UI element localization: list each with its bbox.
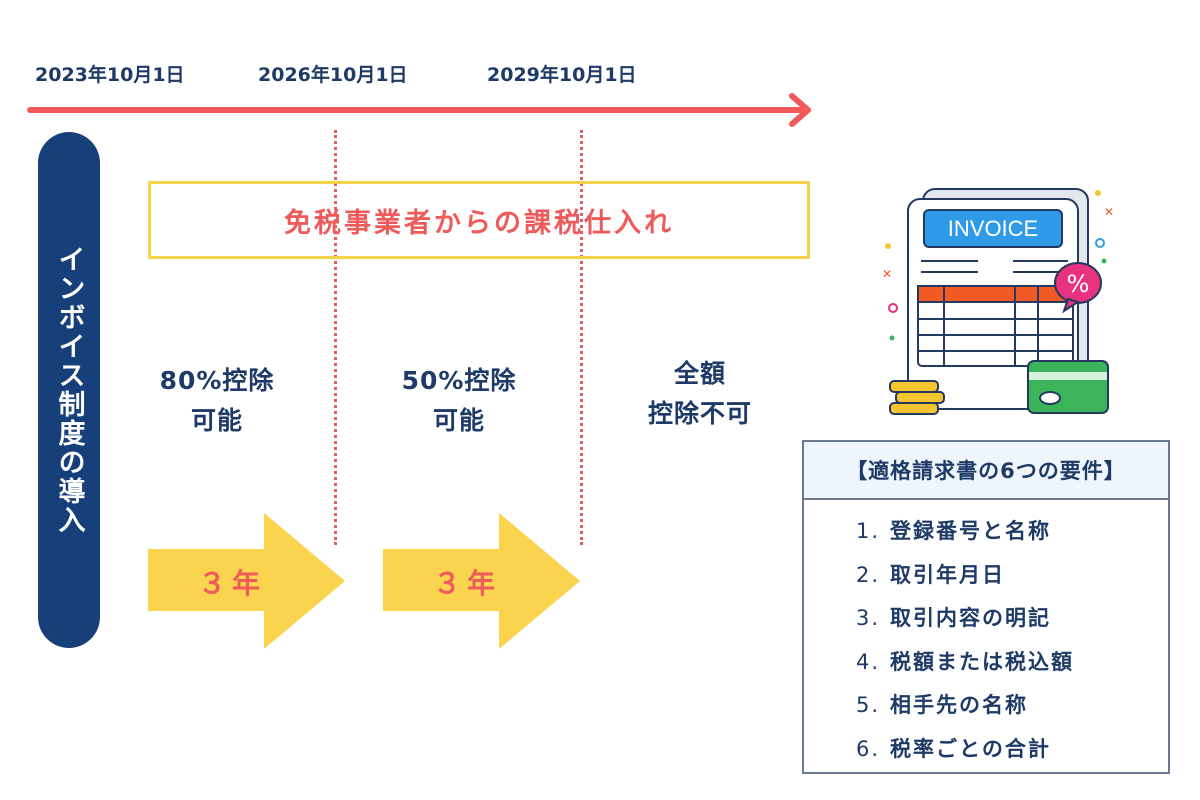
arrow-shape-2 (383, 513, 580, 649)
stage-3: 全額 控除不可 (590, 354, 810, 434)
arrow-label-1: ３年 (197, 567, 266, 600)
item-text: 取引内容の明記 (890, 606, 1052, 630)
side-label-pill: インボイス制度の導入 (38, 132, 100, 648)
list-item: 4. 税額または税込額 (856, 641, 1168, 685)
item-number: 6. (856, 736, 881, 761)
item-number: 3. (856, 606, 881, 630)
item-text: 税率ごとの合計 (890, 736, 1051, 761)
svg-text:✕: ✕ (1104, 205, 1114, 219)
stage-1: 80%控除 可能 (107, 361, 327, 441)
invoice-illustration: INVOICE % ✕ ✕ (882, 188, 1114, 415)
item-text: 登録番号と名称 (890, 519, 1052, 543)
divider-2026 (334, 130, 337, 545)
item-number: 4. (856, 649, 881, 674)
stage-2-line1: 50%控除 (401, 366, 517, 395)
svg-text:✕: ✕ (882, 267, 892, 281)
requirements-list: 1. 登録番号と名称 2. 取引年月日 3. 取引内容の明記 4. 税額または税込額 5… (804, 500, 1168, 771)
timeline-arrow (27, 93, 811, 127)
stage-1-line2: 可能 (190, 406, 243, 435)
stage-2-line2: 可能 (432, 406, 485, 435)
item-number: 1. (856, 519, 881, 543)
divider-2029 (580, 130, 583, 545)
stage-3-line1: 全額 (673, 359, 726, 388)
requirements-title: 【適格請求書の6つの要件】 (804, 442, 1168, 500)
stage-1-line1: 80%控除 (159, 366, 275, 395)
side-label: インボイス制度の導入 (53, 245, 85, 535)
date-2029: 2029年10月1日 (487, 64, 637, 86)
list-item: 1. 登録番号と名称 (856, 510, 1168, 554)
banner-box: 免税事業者からの課税仕入れ (148, 181, 810, 259)
list-item: 5. 相手先の名称 (856, 684, 1168, 728)
list-item: 3. 取引内容の明記 (856, 597, 1168, 641)
stage-2: 50%控除 可能 (349, 361, 569, 441)
item-text: 相手先の名称 (890, 693, 1029, 717)
requirements-box: 【適格請求書の6つの要件】 1. 登録番号と名称 2. 取引年月日 3. 取引内容の明… (802, 440, 1170, 774)
arrow-shape-1 (148, 513, 345, 649)
arrow-label-2: ３年 (432, 567, 501, 600)
banner-text: 免税事業者からの課税仕入れ (284, 207, 674, 239)
item-text: 税額または税込額 (890, 649, 1075, 674)
stage-3-line2: 控除不可 (647, 399, 752, 428)
list-item: 6. 税率ごとの合計 (856, 728, 1168, 772)
item-number: 2. (856, 562, 881, 587)
list-item: 2. 取引年月日 (856, 554, 1168, 598)
item-text: 取引年月日 (890, 562, 1006, 587)
date-2023: 2023年10月1日 (35, 64, 185, 86)
item-number: 5. (856, 693, 881, 717)
percent-badge: % (1067, 270, 1090, 298)
invoice-label: INVOICE (948, 216, 1038, 241)
date-2026: 2026年10月1日 (258, 64, 408, 86)
